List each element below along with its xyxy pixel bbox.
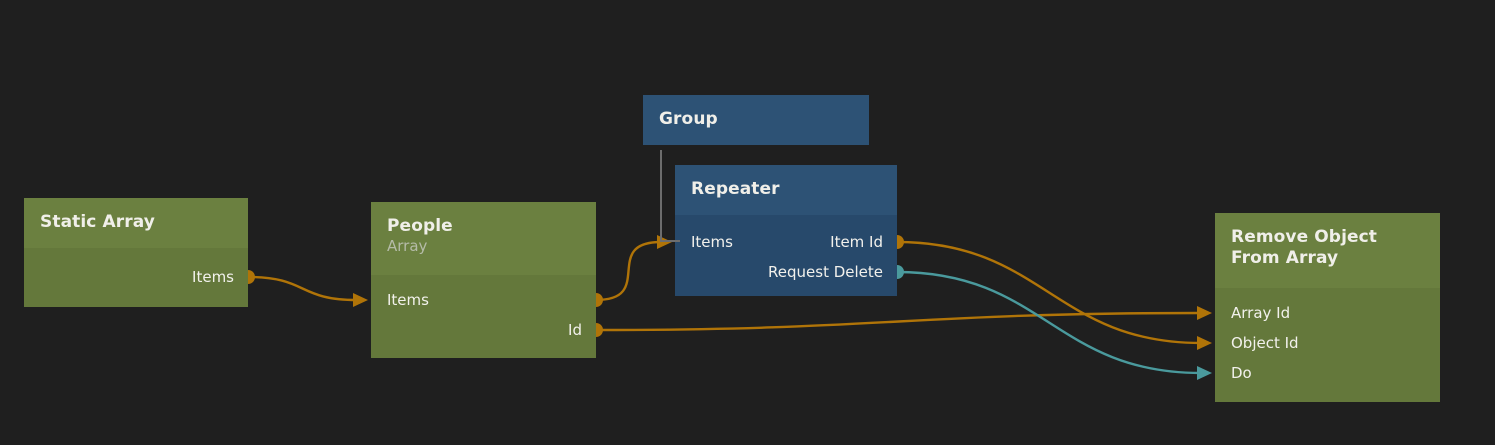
wire-repeater-request-delete-to-remove-do (895, 270, 1203, 375)
repeater-node-port-item-id-out-label: Item Id (830, 233, 883, 251)
remove-object-from-array-node-port-object-id-in-label: Object Id (1231, 334, 1299, 352)
remove-object-from-array-node-port-do-in-label: Do (1231, 364, 1252, 382)
repeater-node-header[interactable]: Repeater (675, 165, 897, 215)
people-node-port-id-out-label: Id (568, 321, 582, 339)
static-array-node-title: Static Array (40, 212, 155, 232)
people-node-port-id-out[interactable]: Id (371, 319, 596, 341)
static-array-node-port-items-label: Items (192, 268, 234, 286)
static-array-node-body: Items (24, 248, 248, 307)
group-node-header[interactable]: Group (643, 95, 869, 145)
group-node-title: Group (659, 109, 718, 129)
wire-people-id-to-remove-array-id-target-arrowhead (1197, 306, 1212, 320)
remove-object-from-array-node-port-do-in[interactable]: Do (1215, 362, 1440, 384)
static-array-node-port-items[interactable]: Items (24, 266, 248, 288)
repeater-node-port-item-id-out[interactable]: Item Id (675, 231, 897, 253)
remove-object-from-array-node-title: Remove Object From Array (1231, 227, 1378, 268)
wire-static-array-items-to-people-items-target-arrowhead (353, 293, 368, 307)
wire-people-items-to-repeater-items (594, 240, 663, 302)
remove-object-from-array-node-header[interactable]: Remove Object From Array (1215, 213, 1440, 288)
repeater-node-port-items-in-label: Items (691, 233, 733, 251)
wire-repeater-request-delete-to-remove-do-target-arrowhead (1197, 366, 1212, 380)
wire-people-id-to-remove-array-id (594, 311, 1203, 332)
static-array-node-header[interactable]: Static Array (24, 198, 248, 248)
repeater-node-title: Repeater (691, 179, 780, 199)
repeater-node-port-items-in[interactable]: Items (675, 231, 897, 253)
people-node-port-items-in-label: Items (387, 291, 429, 309)
repeater-node-port-request-delete-out[interactable]: Request Delete (675, 261, 897, 283)
wire-static-array-items-to-people-items (246, 275, 359, 302)
remove-object-from-array-node-port-array-id-in[interactable]: Array Id (1215, 302, 1440, 324)
repeater-node-body: Items Item Id Request Delete (675, 215, 897, 296)
repeater-node-port-request-delete-out-label: Request Delete (768, 263, 883, 281)
remove-object-from-array-node-port-object-id-in[interactable]: Object Id (1215, 332, 1440, 354)
wire-repeater-item-id-to-remove-object-id (895, 240, 1203, 345)
remove-object-from-array-node-body: Array Id Object Id Do (1215, 288, 1440, 402)
people-node-title: People (387, 216, 453, 236)
wire-repeater-item-id-to-remove-object-id-target-arrowhead (1197, 336, 1212, 350)
group-node[interactable]: Group (643, 95, 869, 145)
group-to-repeater-bracket (660, 150, 680, 242)
people-node-port-items-in[interactable]: Items (371, 289, 596, 311)
people-node-subtitle: Array (387, 237, 428, 255)
remove-object-from-array-node-port-array-id-in-label: Array Id (1231, 304, 1291, 322)
